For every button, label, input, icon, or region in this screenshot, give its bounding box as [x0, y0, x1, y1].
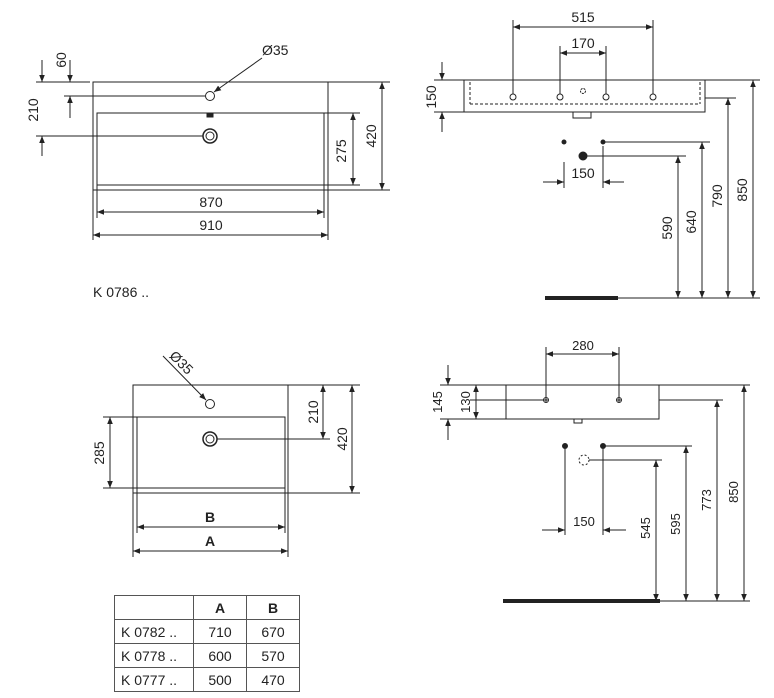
dim-label-420: 420 [363, 124, 379, 148]
bowl-outline [136, 416, 286, 489]
dim-label-B: B [205, 509, 215, 525]
dim-label-595: 595 [668, 513, 683, 535]
model-label: K 0786 .. [93, 284, 149, 300]
table-cell-b: 670 [246, 619, 300, 644]
dim-label-145: 145 [430, 391, 445, 413]
dim-label-870: 870 [199, 194, 223, 210]
hole-diameter-label: Ø35 [262, 42, 289, 58]
bottom-elevation-view [440, 347, 750, 603]
dim-label-280: 280 [572, 338, 594, 353]
dim-label-790: 790 [709, 184, 725, 208]
trap-point-waste [578, 151, 588, 161]
dim-label-150-height: 150 [423, 85, 439, 109]
table-cell-a: 500 [193, 667, 247, 692]
waste-stub [573, 418, 583, 424]
dim-label-150: 150 [573, 514, 595, 529]
trap-point-upper [561, 139, 567, 145]
basin-front [463, 79, 706, 113]
table-header-b: B [246, 595, 300, 620]
table-header-row: A B [114, 595, 300, 620]
drain-inner [205, 434, 215, 444]
top-plan-view [36, 57, 390, 240]
trap-point-left [562, 443, 568, 449]
dim-label-590: 590 [659, 216, 675, 240]
table-cell-model: K 0782 .. [114, 619, 194, 644]
drain-outer [202, 128, 218, 144]
dim-label-545: 545 [638, 517, 653, 539]
top-elevation-view [434, 20, 760, 300]
dim-label-910: 910 [199, 217, 223, 233]
drain-inner [205, 131, 215, 141]
waste-stub [572, 111, 592, 119]
fixing-hole-4 [649, 93, 657, 101]
dim-label-773: 773 [699, 489, 714, 511]
basin-front [505, 384, 660, 420]
dim-label-170: 170 [571, 35, 595, 51]
table-cell-b: 570 [246, 643, 300, 668]
table-row: K 0782 .. 710 670 [114, 619, 300, 644]
dim-label-A: A [205, 533, 215, 549]
dim-label-275: 275 [333, 139, 349, 163]
table-cell-b: 470 [246, 667, 300, 692]
table-header-blank [114, 595, 194, 620]
hole-diameter-label: Ø35 [167, 347, 197, 377]
table-row: K 0777 .. 500 470 [114, 667, 300, 692]
fixing-hole-2 [556, 93, 564, 101]
dim-label-150-spacing: 150 [571, 165, 595, 181]
dim-label-850: 850 [734, 178, 750, 202]
dim-label-640: 640 [683, 210, 699, 234]
bowl-outline [96, 112, 325, 186]
dim-label-515: 515 [571, 9, 595, 25]
overflow-hole [580, 88, 586, 94]
dim-label-210: 210 [25, 98, 41, 122]
dim-label-60: 60 [53, 52, 69, 68]
tap-hole [205, 399, 215, 409]
table-header-a: A [193, 595, 247, 620]
bottom-plan-view [103, 355, 360, 557]
fixing-hole-3 [602, 93, 610, 101]
fixing-hole-1 [509, 93, 517, 101]
dim-label-285: 285 [91, 441, 107, 465]
fixing-hole-2 [616, 397, 622, 403]
dim-label-210: 210 [305, 400, 321, 424]
table-cell-model: K 0777 .. [114, 667, 194, 692]
table-cell-a: 710 [193, 619, 247, 644]
tap-hole [205, 91, 215, 101]
model-dimension-table: A B K 0782 .. 710 670 K 0778 .. 600 570 … [114, 595, 300, 692]
table-row: K 0778 .. 600 570 [114, 643, 300, 668]
trap-point-waste [578, 454, 590, 466]
table-cell-model: K 0778 .. [114, 643, 194, 668]
table-cell-a: 600 [193, 643, 247, 668]
overflow [206, 113, 214, 118]
dim-label-850: 850 [726, 481, 741, 503]
drain-outer [202, 431, 218, 447]
dim-label-130: 130 [458, 391, 473, 413]
dim-label-420: 420 [334, 427, 350, 451]
